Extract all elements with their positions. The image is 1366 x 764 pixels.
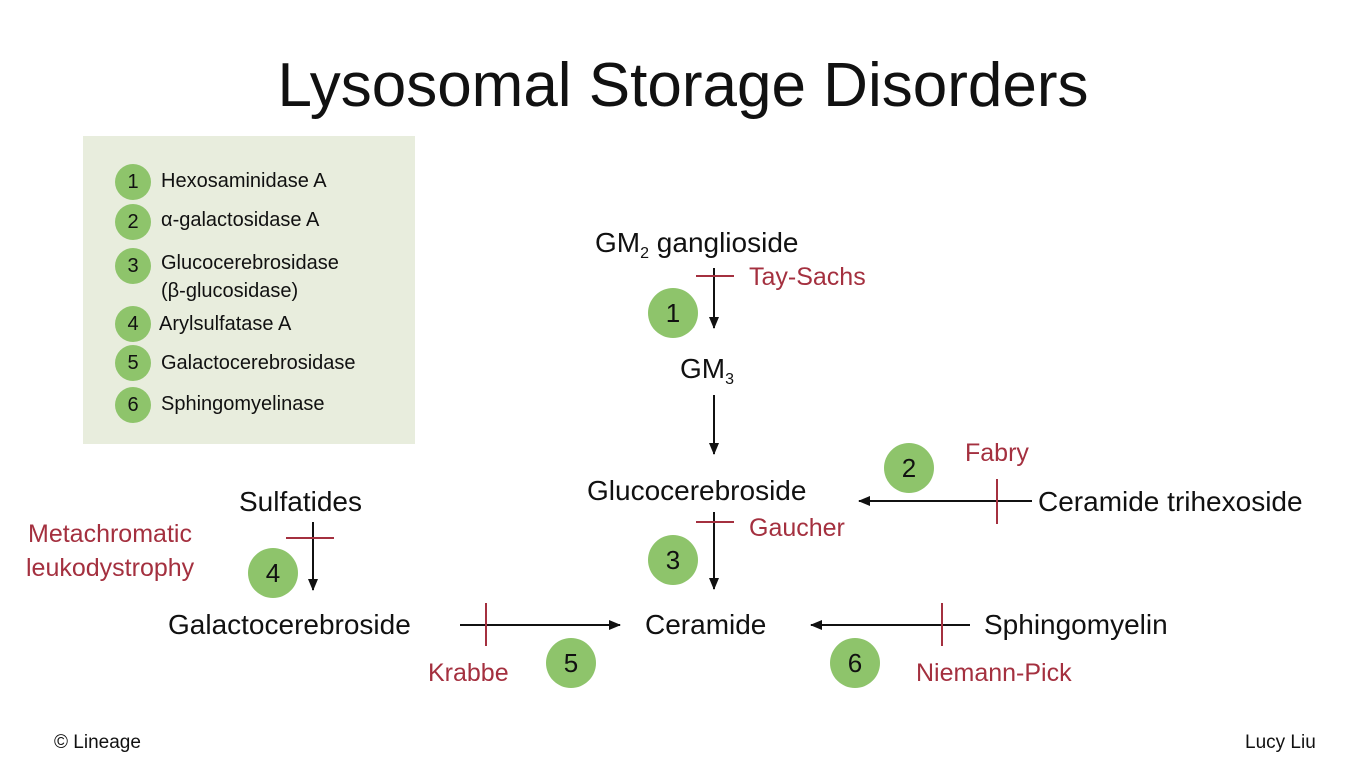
- legend-label-1: Hexosaminidase A: [161, 170, 327, 192]
- legend-label-3a: Glucocerebrosidase: [161, 252, 339, 274]
- compound-ceramide-trihexoside: Ceramide trihexoside: [1038, 486, 1303, 517]
- enzyme-badge-4: 4: [248, 548, 298, 598]
- disease-metachromatic-line1: Metachromatic: [28, 520, 192, 548]
- enzyme-badge-3: 3: [648, 535, 698, 585]
- legend-label-4: Arylsulfatase A: [159, 313, 292, 335]
- enzyme-badge-5: 5: [546, 638, 596, 688]
- legend-badge-3: 3: [115, 248, 151, 284]
- legend-label-2: α-galactosidase A: [161, 209, 320, 231]
- compound-ceramide: Ceramide: [645, 609, 767, 640]
- legend-badge-5: 5: [115, 345, 151, 381]
- legend-badge-1: 1: [115, 164, 151, 200]
- page-title: Lysosomal Storage Disorders: [277, 51, 1089, 120]
- legend-label-5: Galactocerebrosidase: [161, 352, 356, 374]
- legend-label-6: Sphingomyelinase: [161, 393, 325, 415]
- compound-gm2-ganglioside: GM2 ganglioside: [595, 227, 799, 262]
- legend-label-3b: (β-glucosidase): [161, 280, 299, 302]
- enzyme-badge-1: 1: [648, 288, 698, 338]
- disease-tay-sachs: Tay-Sachs: [749, 263, 866, 291]
- copyright-text: © Lineage: [54, 732, 141, 753]
- compound-glucocerebroside: Glucocerebroside: [587, 475, 807, 506]
- compound-sulfatides: Sulfatides: [239, 486, 362, 517]
- disease-gaucher: Gaucher: [749, 514, 845, 542]
- disease-fabry: Fabry: [965, 439, 1029, 467]
- compound-galactocerebroside: Galactocerebroside: [168, 609, 411, 640]
- enzyme-badge-6: 6: [830, 638, 880, 688]
- author-text: Lucy Liu: [1245, 732, 1316, 753]
- enzyme-badge-2: 2: [884, 443, 934, 493]
- legend-badge-2: 2: [115, 204, 151, 240]
- legend-badge-6: 6: [115, 387, 151, 423]
- disease-krabbe: Krabbe: [428, 659, 509, 687]
- compound-sphingomyelin: Sphingomyelin: [984, 609, 1168, 640]
- disease-metachromatic-line2: leukodystrophy: [26, 554, 195, 582]
- disease-niemann-pick: Niemann-Pick: [916, 659, 1072, 687]
- legend-badge-4: 4: [115, 306, 151, 342]
- enzyme-legend: 1 Hexosaminidase A 2 α-galactosidase A 3…: [83, 136, 415, 444]
- compound-gm3: GM3: [680, 353, 735, 388]
